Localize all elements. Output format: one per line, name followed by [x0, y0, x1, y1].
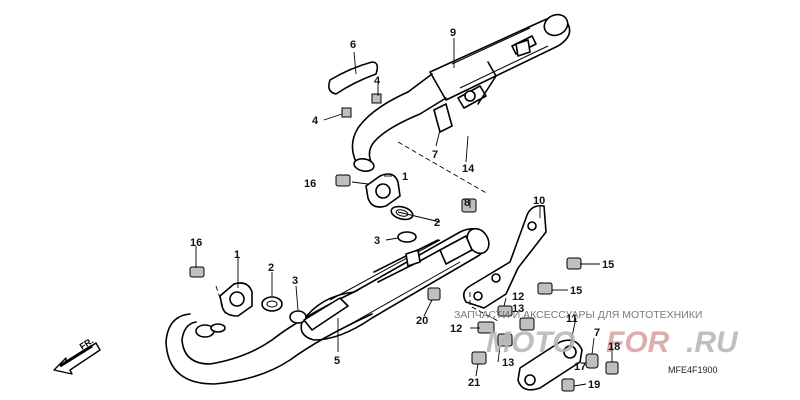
callout-16-upper: 16 — [304, 178, 316, 190]
upper-heat-shield[interactable] — [328, 61, 379, 95]
lower-muffler[interactable] — [300, 225, 493, 341]
callout-3-lower: 3 — [292, 275, 298, 287]
callout-2-upper: 2 — [434, 217, 440, 229]
callout-5: 5 — [334, 355, 340, 367]
watermark-caption: ЗАПЧАСТИ И АКСЕССУАРЫ ДЛЯ МОТОТЕХНИКИ — [454, 309, 702, 321]
bolt-15-upper[interactable] — [566, 257, 582, 270]
callout-15-lower: 15 — [570, 285, 582, 297]
upper-bracket[interactable] — [433, 39, 531, 133]
bolt-16-lower[interactable] — [189, 266, 205, 278]
watermark: ЗАПЧАСТИ И АКСЕССУАРЫ ДЛЯ МОТОТЕХНИКИ MO… — [454, 309, 739, 359]
bolt-21[interactable] — [471, 351, 487, 365]
callout-6: 6 — [350, 39, 356, 51]
callout-16-lower: 16 — [190, 237, 202, 249]
lower-dashed-guide-b — [469, 292, 501, 323]
bolt-15-lower[interactable] — [537, 282, 553, 295]
lower-muffler-shield[interactable] — [303, 297, 349, 331]
callout-13-upper: 13 — [512, 303, 524, 315]
lower-joint-ring[interactable] — [261, 296, 283, 312]
collar-17[interactable] — [585, 353, 599, 369]
callout-20: 20 — [416, 315, 428, 327]
callout-1-upper: 1 — [402, 171, 408, 183]
callout-7-lower: 7 — [594, 327, 600, 339]
bolt-12[interactable] — [477, 305, 513, 334]
watermark-brand-left: MOTO — [486, 326, 575, 359]
nut-18[interactable] — [605, 361, 619, 375]
upper-muffler[interactable] — [429, 11, 571, 101]
callout-8: 8 — [464, 197, 470, 209]
step-bracket[interactable] — [517, 339, 583, 391]
muffler-bracket[interactable] — [462, 204, 547, 309]
nut-19[interactable] — [561, 378, 575, 392]
callout-11: 11 — [566, 313, 578, 325]
bolt-13[interactable] — [497, 317, 535, 347]
callout-4-top: 4 — [374, 75, 381, 87]
upper-gasket[interactable] — [397, 231, 417, 243]
lower-gasket[interactable] — [289, 310, 307, 324]
callout-21: 21 — [468, 377, 480, 389]
callout-2-lower: 2 — [268, 262, 274, 274]
callout-12-upper: 12 — [512, 291, 524, 303]
callout-19: 19 — [588, 379, 600, 391]
callout-15-upper: 15 — [602, 259, 614, 271]
callout-18: 18 — [608, 341, 620, 353]
nut-4-upper[interactable] — [341, 93, 382, 118]
front-direction-arrow-icon: FR. — [53, 336, 101, 375]
watermark-brand-right: .RU — [686, 326, 739, 359]
upper-dashed-guide — [397, 141, 489, 195]
callout-13-lower: 13 — [502, 357, 514, 369]
upper-flange[interactable] — [365, 173, 401, 208]
callout-1-lower: 1 — [234, 249, 240, 261]
callout-9: 9 — [450, 27, 456, 39]
callout-4-left: 4 — [312, 115, 319, 127]
bolt-16-upper[interactable] — [335, 174, 351, 187]
upper-header-pipe[interactable] — [351, 73, 447, 173]
callout-3-upper: 3 — [374, 235, 380, 247]
bolt-20[interactable] — [427, 287, 441, 301]
callout-12-lower: 12 — [450, 323, 462, 335]
callout-7-upper: 7 — [432, 149, 438, 161]
watermark-brand-mid: FOR — [606, 326, 670, 359]
callout-14: 14 — [462, 163, 475, 175]
lower-bolt-8[interactable] — [461, 198, 477, 213]
lower-dashed-guide-a — [215, 285, 227, 317]
callout-10: 10 — [533, 195, 545, 207]
lower-crossover-pipe[interactable] — [373, 239, 441, 283]
lower-flange[interactable] — [219, 282, 253, 317]
callout-17: 17 — [574, 361, 586, 373]
callouts: 6 4 4 9 16 1 7 14 2 3 8 16 1 2 3 5 10 15… — [190, 27, 620, 391]
leader-lines — [195, 38, 613, 387]
diagram-code: MFE4F1900 — [668, 365, 718, 375]
